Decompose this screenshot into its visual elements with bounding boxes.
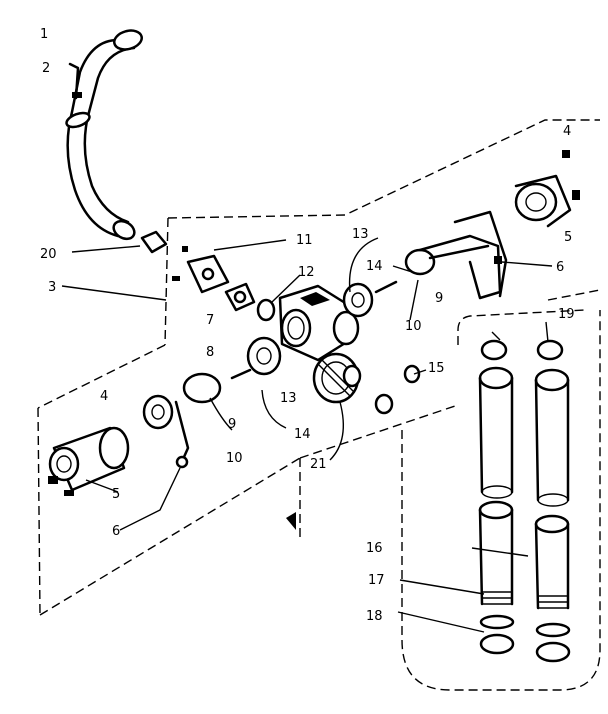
valve-body bbox=[278, 284, 360, 362]
callout-21: 21 bbox=[310, 457, 327, 472]
callout-7: 7 bbox=[206, 313, 214, 328]
callout-1: 1 bbox=[40, 27, 48, 42]
callout-20: 20 bbox=[40, 247, 57, 262]
callout-14: 14 bbox=[366, 259, 383, 274]
callout-6: 6 bbox=[112, 524, 120, 539]
gasket-20 bbox=[140, 230, 168, 254]
callout-13: 13 bbox=[352, 227, 369, 242]
callout-10: 10 bbox=[405, 319, 422, 334]
mounting-plate-7 bbox=[172, 246, 230, 294]
callout-17: 17 bbox=[368, 573, 385, 588]
callout-14: 14 bbox=[294, 427, 311, 442]
callout-6: 6 bbox=[556, 260, 564, 275]
screw-15 bbox=[286, 364, 421, 530]
gasket-8 bbox=[224, 282, 256, 312]
callout-18: 18 bbox=[366, 609, 383, 624]
o-ring-12 bbox=[256, 298, 276, 322]
callout-19: 19 bbox=[558, 307, 575, 322]
diaphragm-13 bbox=[246, 282, 374, 376]
solenoid-right bbox=[404, 150, 580, 300]
hose bbox=[65, 29, 143, 241]
callout-9: 9 bbox=[435, 291, 443, 306]
callout-10: 10 bbox=[226, 451, 243, 466]
callout-11: 11 bbox=[296, 233, 313, 248]
leader-lines bbox=[61, 237, 553, 633]
callout-15: 15 bbox=[428, 361, 445, 376]
callout-8: 8 bbox=[206, 345, 214, 360]
callout-labels: 1 2 3 4 4 5 5 6 6 7 8 9 9 10 10 11 12 13… bbox=[40, 27, 575, 624]
callout-9: 9 bbox=[228, 417, 236, 432]
filter-tube-right bbox=[534, 339, 571, 663]
callout-4: 4 bbox=[100, 389, 108, 404]
callout-2: 2 bbox=[42, 61, 50, 76]
callout-5: 5 bbox=[564, 230, 572, 245]
callout-3: 3 bbox=[48, 280, 56, 295]
callout-4: 4 bbox=[563, 124, 571, 139]
pin-14 bbox=[230, 280, 398, 380]
callout-12: 12 bbox=[298, 265, 315, 280]
filter-tube-left bbox=[478, 339, 515, 655]
callout-13: 13 bbox=[280, 391, 297, 406]
threaded-fitting-21 bbox=[312, 352, 362, 404]
callout-5: 5 bbox=[112, 487, 120, 502]
dashed-outline bbox=[37, 119, 601, 691]
callout-16: 16 bbox=[366, 541, 383, 556]
solenoid-left bbox=[48, 372, 222, 496]
